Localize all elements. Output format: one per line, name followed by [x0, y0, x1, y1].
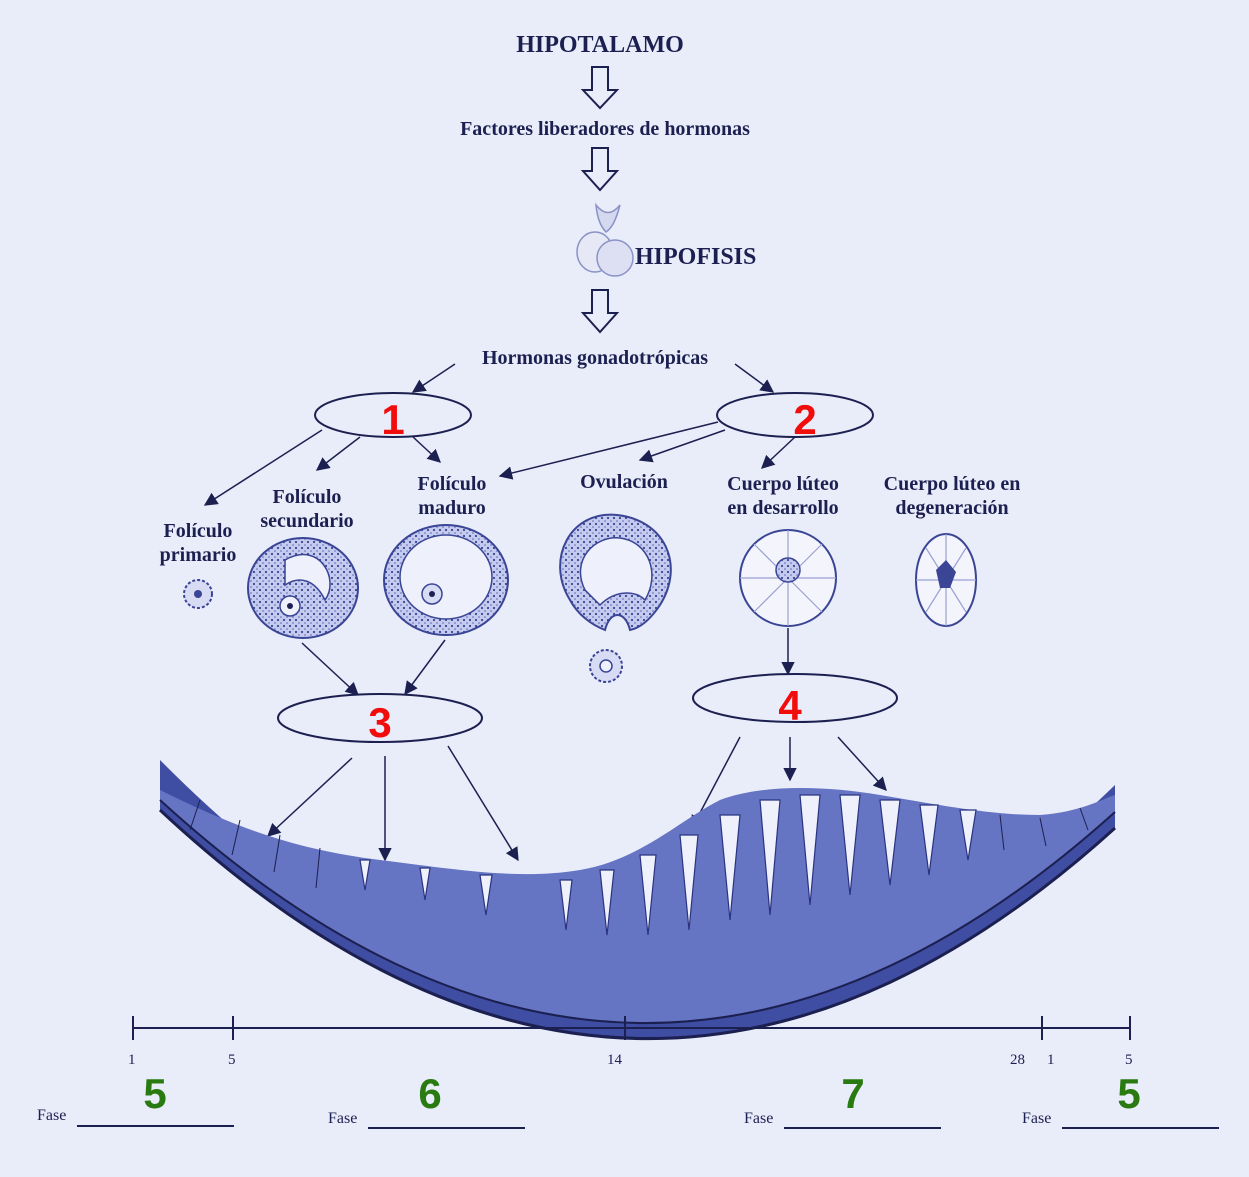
label-releasing-factors: Factores liberadores de hormonas — [460, 118, 750, 140]
blank-ellipse-3[interactable] — [277, 693, 483, 743]
arrow-secondary-to-3 — [301, 642, 359, 696]
label-ovulation: Ovulación — [580, 471, 668, 493]
hollow-arrow-3 — [580, 289, 620, 334]
label-secondary-2: secundario — [260, 510, 353, 532]
mature-follicle-icon — [383, 524, 509, 636]
blank-number-3: 3 — [368, 699, 391, 746]
arrow-to-blank-2 — [734, 363, 775, 393]
tick-label-1: 1 — [128, 1052, 136, 1068]
tick-label-14: 14 — [607, 1052, 623, 1068]
label-hipofisis: HIPOFISIS — [635, 244, 756, 270]
label-corpus-dev-1: Cuerpo lúteo — [727, 473, 839, 495]
label-mature-1: Folículo — [418, 473, 487, 495]
phase-number-1: 5 — [143, 1070, 166, 1117]
label-corpus-deg-1: Cuerpo lúteo en — [884, 473, 1021, 495]
arrow-1-to-mature — [412, 436, 441, 463]
label-gonadotropic: Hormonas gonadotrópicas — [482, 347, 708, 369]
title-hipotalamo: HIPOTALAMO — [516, 32, 684, 58]
label-corpus-deg-2: degeneración — [895, 497, 1008, 519]
blank-number-1: 1 — [381, 396, 404, 443]
arrow-to-blank-1 — [411, 363, 456, 393]
phase-number-4: 5 — [1117, 1070, 1140, 1117]
label-primary-2: primario — [160, 544, 237, 566]
blank-ellipse-4[interactable] — [692, 673, 898, 723]
arrow-3-to-endometrium-right — [447, 745, 519, 862]
phase-label-4: Fase — [1022, 1110, 1051, 1127]
tick-label-1b: 1 — [1047, 1052, 1055, 1068]
label-mature-2: maduro — [418, 497, 485, 519]
arrow-2-to-mature — [498, 421, 719, 480]
blank-number-2: 2 — [793, 396, 816, 443]
hollow-arrow-1 — [580, 66, 620, 110]
secondary-follicle-icon — [247, 537, 359, 639]
blank-number-4: 4 — [778, 682, 802, 729]
corpus-luteum-developing-icon — [739, 529, 837, 627]
arrow-3-to-endometrium-left — [267, 757, 353, 837]
arrow-4-to-endometrium-right — [837, 736, 887, 792]
phase-number-3: 7 — [841, 1070, 864, 1117]
phase-label-1: Fase — [37, 1107, 66, 1124]
tick-label-5b: 5 — [1125, 1052, 1133, 1068]
endometrium-illustration — [158, 760, 1117, 1041]
tick-label-5: 5 — [228, 1052, 236, 1068]
label-corpus-dev-2: en desarrollo — [727, 497, 838, 519]
arrow-1-to-primary — [203, 429, 323, 506]
corpus-luteum-degenerating-icon — [915, 533, 977, 627]
arrow-2-to-ovulation — [638, 429, 726, 463]
phase-label-3: Fase — [744, 1110, 773, 1127]
cycle-timeline — [132, 1016, 1131, 1040]
label-primary-1: Folículo — [164, 520, 233, 542]
tick-label-28: 28 — [1010, 1052, 1025, 1068]
primary-follicle-icon — [183, 579, 213, 609]
arrow-2-to-corpus — [761, 436, 796, 469]
arrow-mature-to-3 — [404, 639, 446, 696]
phase-number-2: 6 — [418, 1070, 441, 1117]
pituitary-gland-icon — [576, 202, 634, 277]
phase-label-2: Fase — [328, 1110, 357, 1127]
label-secondary-1: Folículo — [273, 486, 342, 508]
arrow-1-to-secondary — [315, 436, 361, 471]
blank-ellipse-1[interactable] — [314, 392, 472, 438]
hollow-arrow-2 — [580, 147, 620, 192]
ovulation-follicle-icon — [559, 513, 672, 683]
